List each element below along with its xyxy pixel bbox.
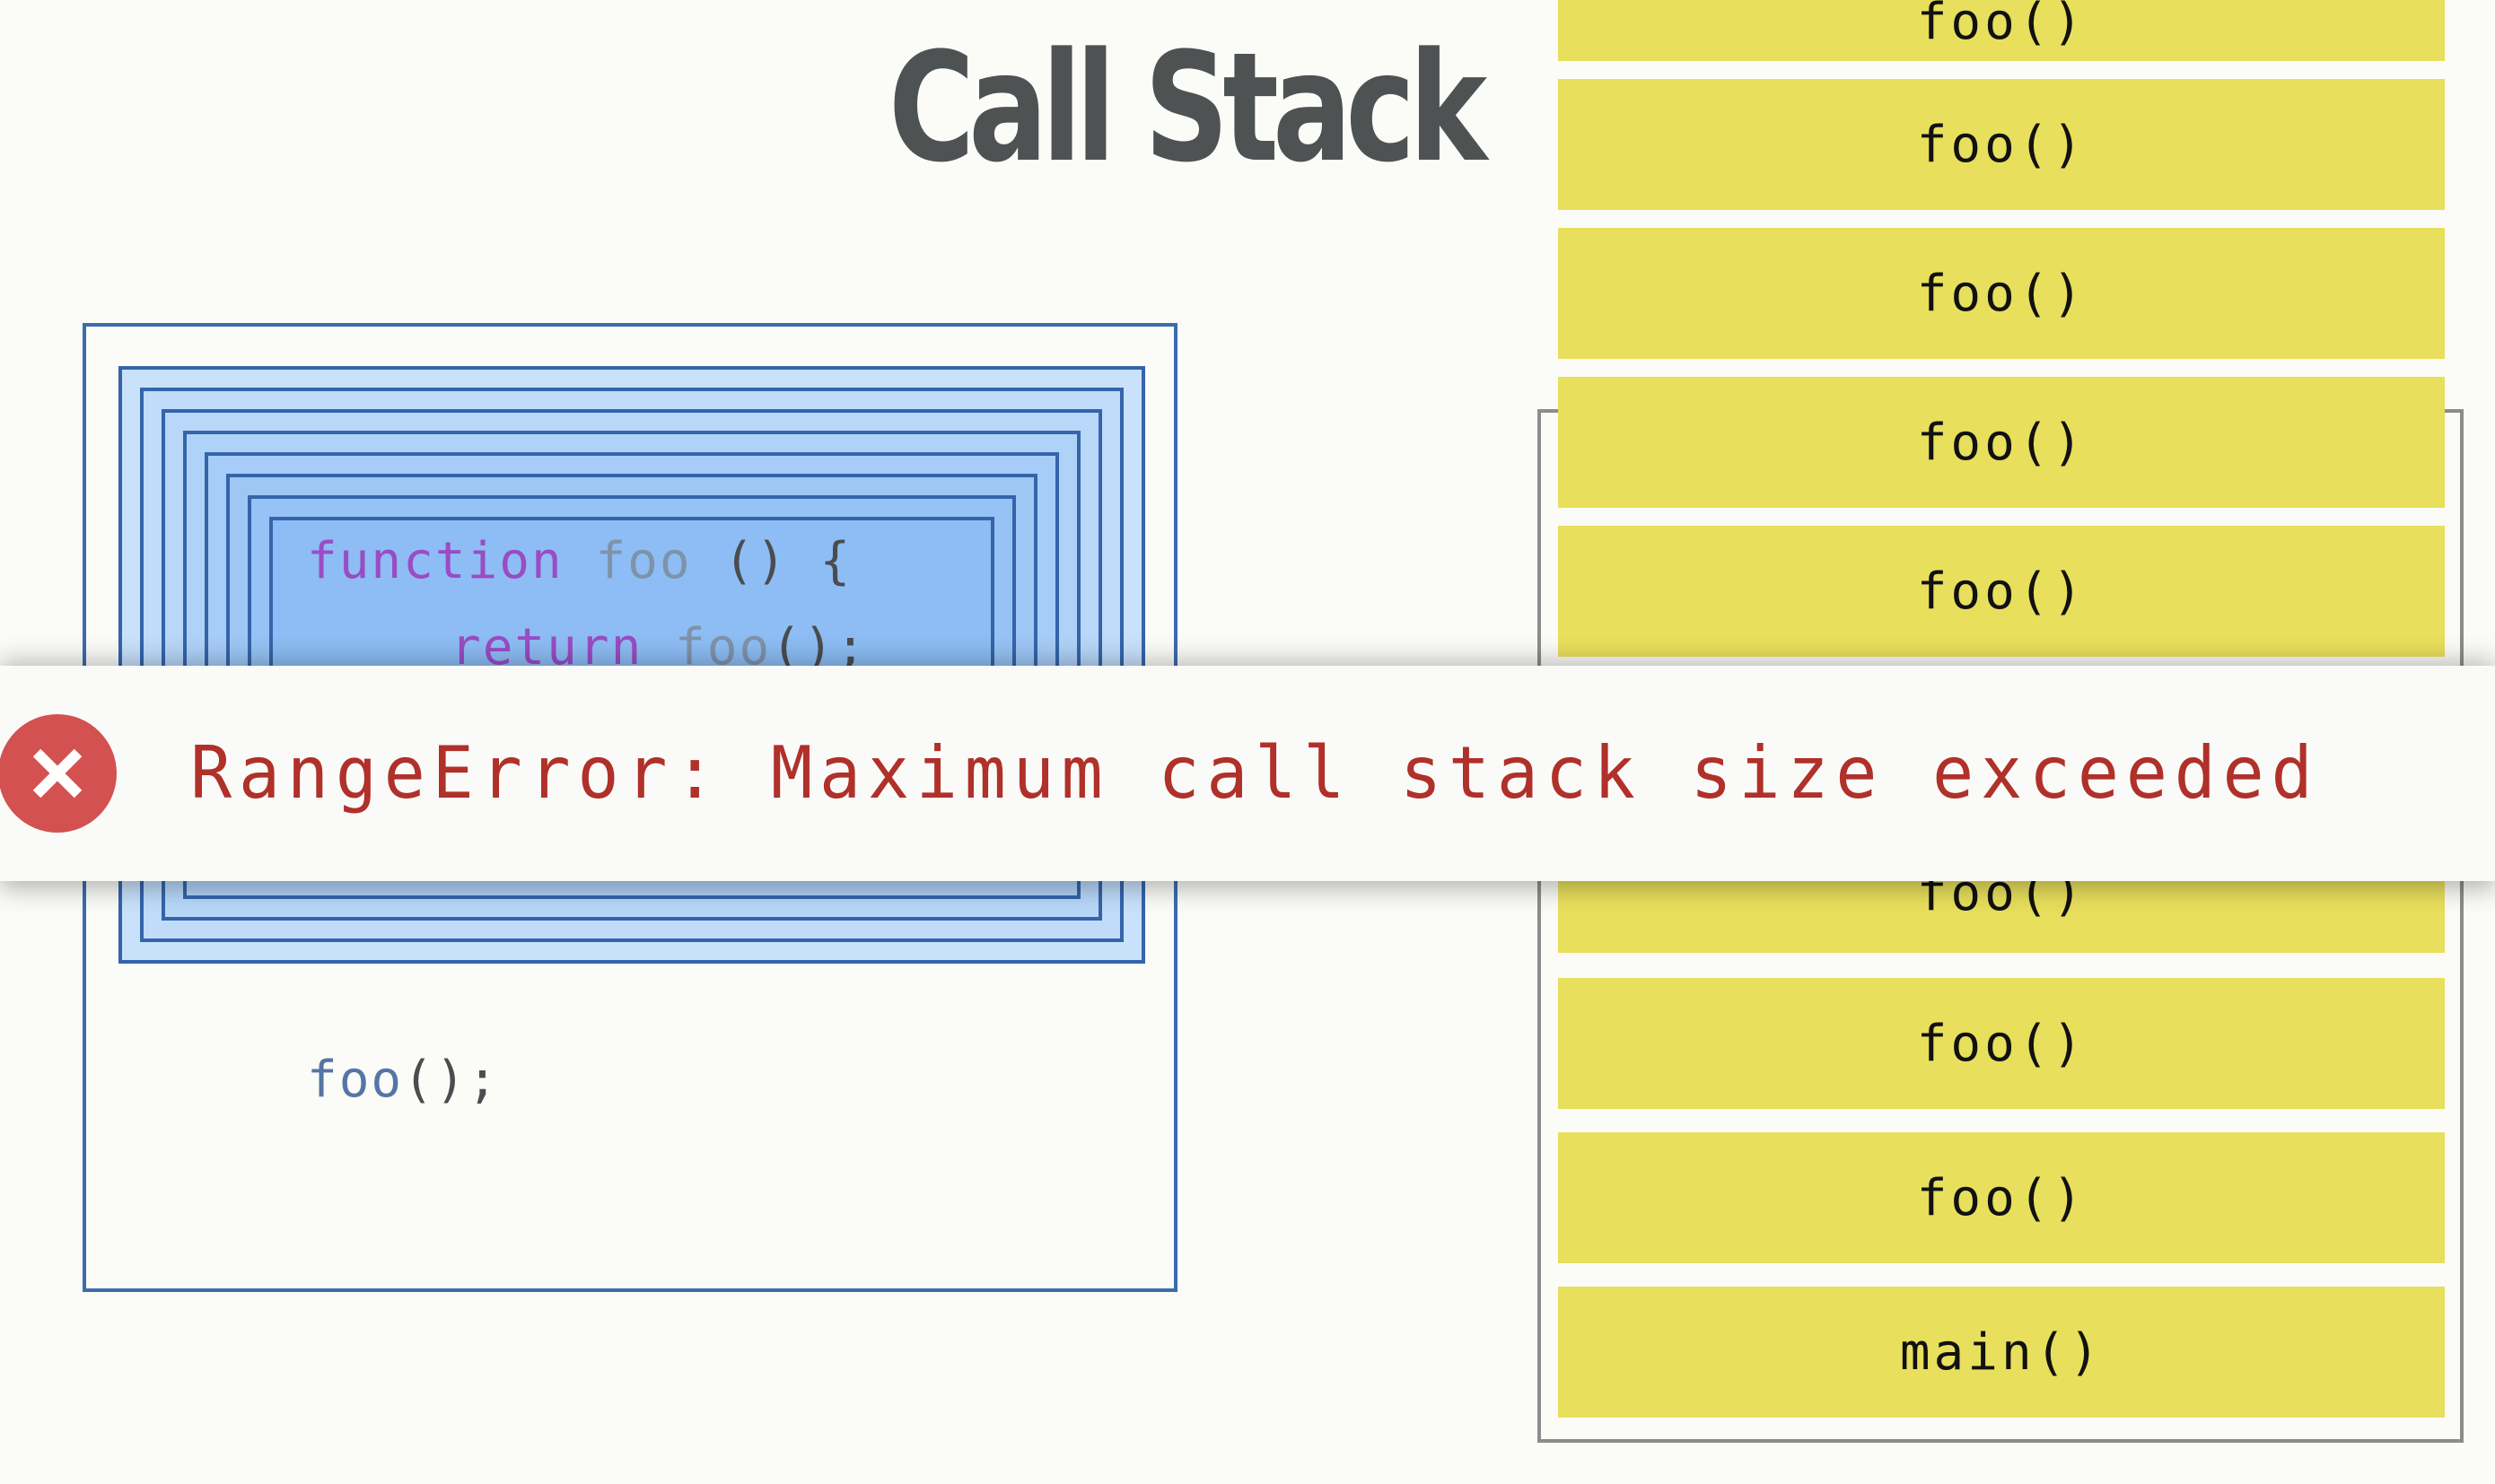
code-keyword-function: function	[307, 532, 564, 590]
stack-frame-main: main()	[1558, 1287, 2445, 1418]
stack-frame: foo()	[1558, 526, 2445, 657]
stack-frame: foo()	[1558, 0, 2445, 61]
stack-frame: foo()	[1558, 228, 2445, 359]
error-x-icon	[0, 714, 117, 833]
code-line-invocation: foo();	[307, 1039, 499, 1122]
slide-title: Call Stack	[889, 20, 1487, 196]
code-invocation-name: foo	[307, 1051, 404, 1109]
stack-frame: foo()	[1558, 978, 2445, 1109]
error-message: RangeError: Maximum call stack size exce…	[190, 731, 2320, 815]
code-invocation-parens: ();	[403, 1051, 500, 1109]
stack-frame: foo()	[1558, 1132, 2445, 1263]
stack-frame: foo()	[1558, 377, 2445, 508]
code-function-name: foo	[595, 532, 692, 590]
stack-frame: foo()	[1558, 79, 2445, 210]
code-line-function: function foo () {	[307, 520, 852, 603]
code-params: () {	[723, 532, 853, 590]
error-banner: RangeError: Maximum call stack size exce…	[0, 666, 2495, 881]
